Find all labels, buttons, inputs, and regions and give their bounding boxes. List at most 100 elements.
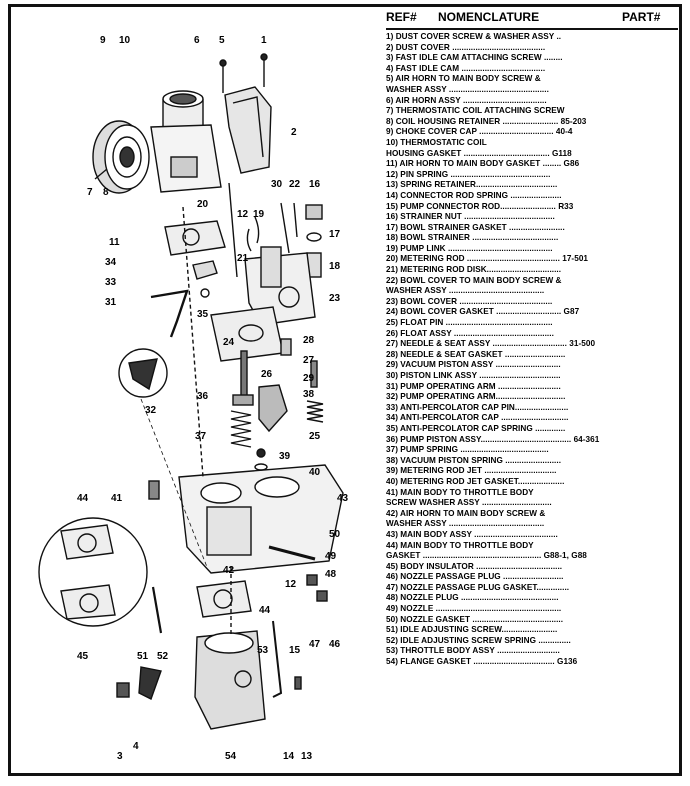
list-item: 5) AIR HORN TO MAIN BODY SCREW &: [386, 74, 541, 84]
list-item: SCREW WASHER ASSY ......................…: [386, 498, 552, 508]
callout-37: 37: [195, 431, 207, 442]
list-item: 10) THERMOSTATIC COIL: [386, 137, 487, 147]
callout-50: 50: [329, 529, 341, 540]
list-item: 49) NOZZLE .............................…: [386, 604, 562, 614]
list-item: 11) AIR HORN TO MAIN BODY GASKET .......…: [386, 159, 580, 169]
list-item: 24) BOWL COVER GASKET ..................…: [386, 307, 580, 317]
list-item: GASKET .................................…: [386, 551, 587, 561]
parts-legend: REF# NOMENCLATURE PART#: [386, 8, 678, 30]
callout-46: 46: [329, 639, 341, 650]
list-item: 25) FLOAT PIN ..........................…: [386, 318, 553, 328]
list-item: 6) AIR HORN ASSY .......................…: [386, 95, 547, 105]
header-divider: [386, 28, 678, 30]
callout-31: 31: [105, 297, 117, 308]
callout-14: 14: [283, 751, 295, 762]
carburetor-exploded-svg: 9 10 6 5 1 2 7 8 30 22 16 20 12 19 17 11…: [38, 35, 349, 762]
list-item: 53) THROTTLE BODY ASSY .................…: [386, 646, 560, 656]
list-item: 39) METERING ROD JET ...................…: [386, 466, 557, 476]
callout-27: 27: [303, 355, 315, 366]
callout-5: 5: [219, 35, 225, 46]
callout-12: 12: [237, 209, 249, 220]
diagram-parts: [38, 53, 344, 730]
callout-38: 38: [303, 389, 315, 400]
list-item: 32) PUMP OPERATING ARM..................…: [386, 392, 566, 402]
list-item: 35) ANTI-PERCOLATOR CAP SPRING .........…: [386, 423, 566, 433]
list-item: 33) ANTI-PERCOLATOR CAP PIN.............…: [386, 402, 569, 412]
callout-8: 8: [103, 187, 109, 198]
callout-42: 42: [223, 565, 235, 576]
list-item: 48) NOZZLE PLUG ........................…: [386, 593, 559, 603]
list-item: 4) FAST IDLE CAM .......................…: [386, 63, 546, 73]
list-item: 52) IDLE ADJUSTING SCREW SPRING ........…: [386, 635, 571, 645]
callout-47: 47: [309, 639, 321, 650]
list-item: 7) THERMOSTATIC COIL ATTACHING SCREW: [386, 106, 565, 116]
choke-cover-drawing: [92, 120, 150, 194]
list-item: 51) IDLE ADJUSTING SCREW................…: [386, 625, 558, 635]
callout-49: 49: [325, 551, 337, 562]
callout-41: 41: [111, 493, 123, 504]
callout-19: 19: [253, 209, 265, 220]
list-item: 16) STRAINER NUT .......................…: [386, 212, 555, 222]
list-item: 19) PUMP LINK ..........................…: [386, 243, 553, 253]
list-item: 30) PISTON LINK ASSY ...................…: [386, 371, 561, 380]
callout-2: 2: [291, 127, 297, 138]
callout-20: 20: [197, 199, 209, 210]
callout-28: 28: [303, 335, 315, 346]
list-item: 13) SPRING RETAINER.....................…: [386, 180, 558, 190]
callout-9: 9: [100, 35, 106, 46]
callout-43: 43: [337, 493, 349, 504]
list-item: 47) NOZZLE PASSAGE PLUG GASKET..........…: [386, 582, 570, 592]
list-item: 43) MAIN BODY ASSY .....................…: [386, 529, 558, 539]
callout-32: 32: [145, 405, 157, 416]
callout-36: 36: [197, 391, 209, 402]
callout-26: 26: [261, 369, 273, 380]
callout-51: 51: [137, 651, 149, 662]
callout-35: 35: [197, 309, 209, 320]
callout-45: 45: [77, 651, 89, 662]
header-part: PART#: [622, 10, 661, 24]
list-item: 15) PUMP CONNECTOR ROD..................…: [386, 201, 574, 211]
list-item: 14) CONNECTOR ROD SPRING ...............…: [386, 190, 562, 200]
callout-11: 11: [109, 237, 120, 248]
list-item: 54) FLANGE GASKET ......................…: [386, 657, 578, 667]
callout-39: 39: [279, 451, 291, 462]
callout-44: 44: [77, 493, 89, 504]
list-item: WASHER ASSY ............................…: [386, 84, 549, 94]
air-horn-drawing: [150, 90, 222, 193]
list-item: 41) MAIN BODY TO THROTTLE BODY: [386, 487, 534, 497]
list-item: 36) PUMP PISTON ASSY....................…: [386, 434, 600, 444]
callout-16: 16: [309, 179, 321, 190]
list-item: 22) BOWL COVER TO MAIN BODY SCREW &: [386, 275, 562, 285]
callout-33: 33: [105, 277, 117, 288]
callout-15: 15: [289, 645, 301, 656]
callout-25: 25: [309, 431, 321, 442]
list-item: 17) BOWL STRAINER GASKET ...............…: [386, 222, 565, 232]
list-item: 12) PIN SPRING .........................…: [386, 169, 551, 179]
list-item: 44) MAIN BODY TO THROTTLE BODY: [386, 540, 534, 550]
list-item: 2) DUST COVER ..........................…: [386, 42, 546, 52]
list-item: 27) NEEDLE & SEAT ASSY .................…: [386, 339, 596, 349]
list-item: 20) METERING ROD .......................…: [386, 254, 589, 264]
callout-labels: 9 10 6 5 1 2 7 8 30 22 16 20 12 19 17 11…: [77, 35, 349, 762]
callout-54: 54: [225, 751, 237, 762]
callout-52: 52: [157, 651, 169, 662]
list-item: 9) CHOKE COVER CAP .....................…: [386, 127, 573, 137]
callout-12b: 12: [285, 579, 297, 590]
parts-list: 1) DUST COVER SCREW & WASHER ASSY ..2) D…: [386, 32, 676, 668]
list-item: 42) AIR HORN TO MAIN BODY SCREW &: [386, 508, 546, 518]
callout-44b: 44: [259, 605, 271, 616]
list-item: 38) VACUUM PISTON SPRING ...............…: [386, 455, 562, 465]
callout-24: 24: [223, 337, 235, 348]
list-item: 46) NOZZLE PASSAGE PLUG ................…: [386, 572, 564, 582]
callout-4: 4: [133, 741, 139, 752]
list-item: 28) NEEDLE & SEAT GASKET ...............…: [386, 349, 566, 359]
header-ref: REF#: [386, 10, 417, 24]
callout-18: 18: [329, 261, 341, 272]
callout-34: 34: [105, 257, 117, 268]
list-item: HOUSING GASKET .........................…: [386, 148, 572, 158]
list-item: 45) BODY INSULATOR .....................…: [386, 561, 563, 571]
list-item: 34) ANTI-PERCOLATOR CAP ................…: [386, 413, 569, 423]
callout-40: 40: [309, 467, 321, 478]
dust-cover-drawing: [224, 86, 272, 174]
callout-17: 17: [329, 229, 341, 240]
